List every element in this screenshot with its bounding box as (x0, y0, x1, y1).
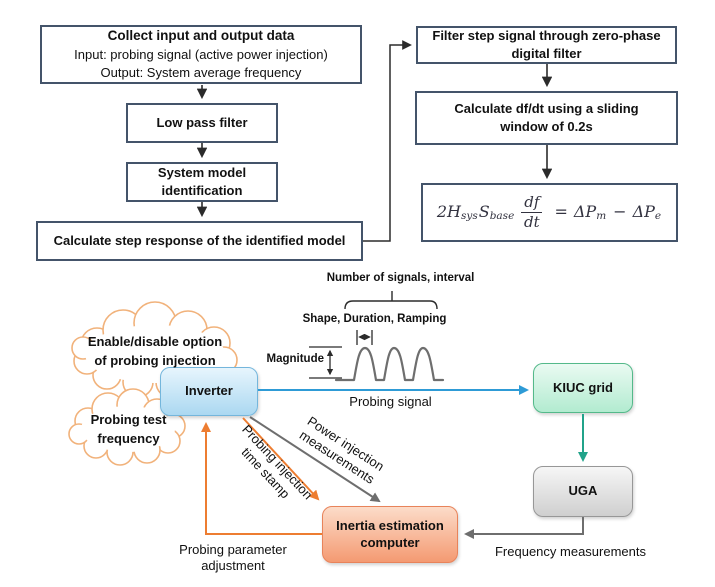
node-label: UGA (568, 483, 598, 499)
box-line: window of 0.2s (500, 119, 593, 134)
cloud-probing-test-frequency: Probing test frequency (81, 411, 176, 449)
flowchart-box-calculate-dfdt: Calculate df/dt using a sliding window o… (415, 91, 678, 145)
cloud-line: of probing injection (94, 352, 216, 368)
node-kiuc-grid: KIUC grid (533, 363, 633, 413)
label-number-of-signals: Number of signals, interval (326, 272, 475, 284)
box-label: Calculate step response of the identifie… (53, 233, 346, 249)
formula-numerator: df (521, 193, 543, 213)
node-inverter: Inverter (160, 367, 258, 416)
node-label: Inertia estimation (336, 517, 444, 533)
node-inertia-computer: Inertia estimation computer (322, 506, 458, 563)
formula-sub: m (596, 210, 607, 223)
node-label: KIUC grid (553, 379, 613, 395)
box-line: Calculate df/dt using a sliding (454, 101, 639, 117)
cloud-line: Probing test (90, 412, 167, 427)
label-probing-parameter-adjustment: Probing parameter adjustment (152, 542, 314, 575)
flowchart-box-low-pass-filter: Low pass filter (126, 103, 278, 143)
label-probing-signal: Probing signal (349, 394, 432, 409)
formula-equals: = (554, 202, 568, 222)
connector-step-to-filter (363, 40, 412, 242)
box-line: identification (161, 183, 243, 198)
brace-number-of-signals (344, 291, 438, 310)
formula-term: ΔP (632, 202, 655, 222)
label-shape-duration-ramping: Shape, Duration, Ramping (302, 313, 447, 325)
box-line: Output: System average frequency (100, 64, 302, 80)
node-label: Inverter (185, 383, 233, 399)
box-line: Input: probing signal (active power inje… (74, 46, 328, 62)
probing-signal-waveform (334, 346, 445, 382)
formula-sub: base (489, 210, 515, 223)
box-line: System model (157, 165, 247, 181)
cloud-line: frequency (97, 430, 160, 446)
flowchart-box-system-model-identification: System model identification (126, 162, 278, 202)
flowchart-box-zero-phase-filter: Filter step signal through zero-phase di… (416, 26, 677, 64)
node-label: computer (360, 534, 420, 550)
formula-term: S (478, 202, 490, 222)
formula-sub: e (654, 210, 662, 223)
formula-term: ΔP (573, 202, 597, 222)
node-uga: UGA (533, 466, 633, 517)
label-line: adjustment (201, 558, 265, 574)
box-line: Filter step signal through zero-phase (432, 28, 661, 44)
formula-sub: sys (461, 210, 478, 223)
formula-minus: − (613, 202, 627, 222)
box-label: Low pass filter (156, 115, 248, 131)
flowchart-box-calculate-step-response: Calculate step response of the identifie… (36, 221, 363, 261)
label-power-injection-measurements: Power injection measurements (295, 413, 387, 488)
formula-fraction: df dt (521, 193, 543, 232)
formula-denominator: dt (524, 213, 540, 231)
flowchart-box-collect-data: Collect input and output data Input: pro… (40, 25, 362, 84)
pulse-width-arrow (356, 330, 373, 345)
label-magnitude: Magnitude (266, 353, 325, 365)
box-title: Collect input and output data (107, 28, 295, 44)
box-line: digital filter (511, 46, 582, 61)
arrow-uga-to-inertia (464, 517, 584, 539)
formula-term: 2H (436, 202, 462, 222)
label-frequency-measurements: Frequency measurements (494, 544, 646, 559)
cloud-enable-disable: Enable/disable option of probing injecti… (85, 333, 225, 371)
label-line: Probing parameter (179, 542, 287, 557)
cloud-line: Enable/disable option (87, 334, 223, 349)
